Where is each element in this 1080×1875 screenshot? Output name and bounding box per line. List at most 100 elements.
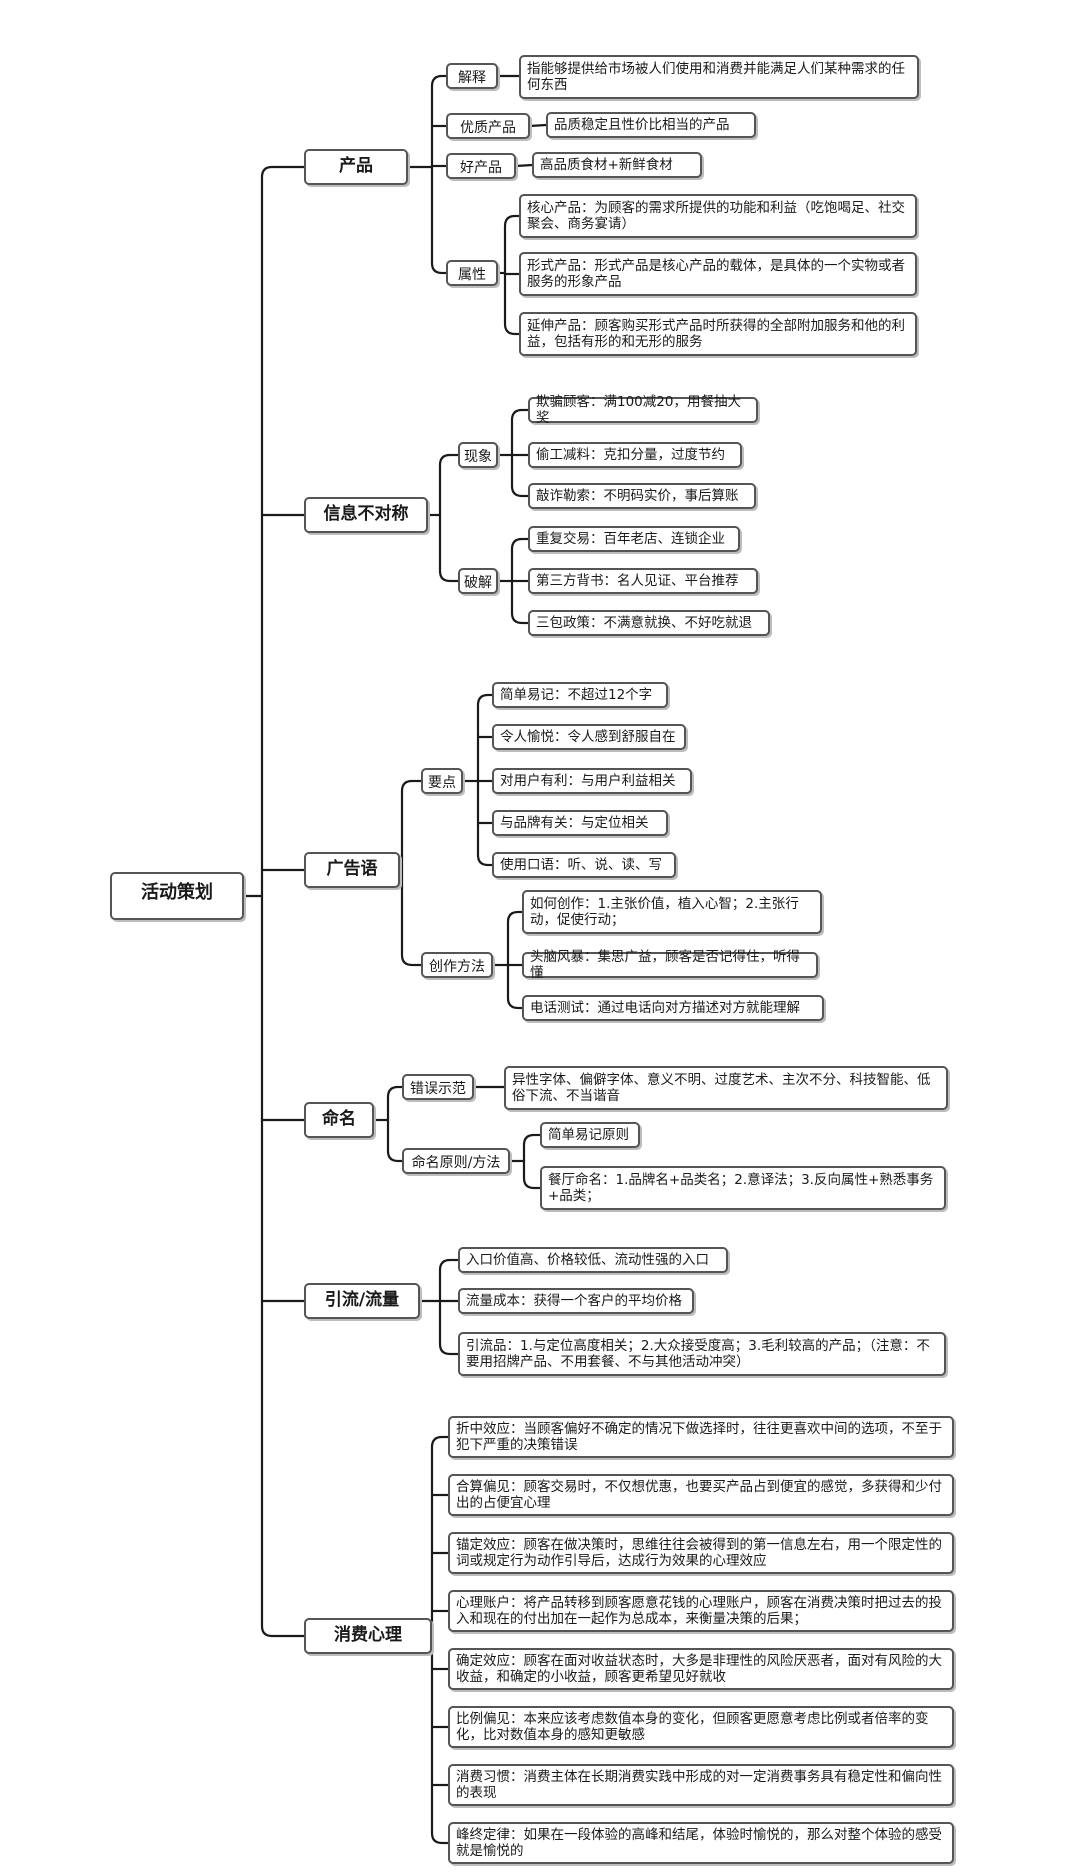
leaf-0-3-1: 形式产品：形式产品是核心产品的载体，是具体的一个实物或者服务的形象产品 <box>519 252 917 296</box>
leaf-2-1-2-text: 电话测试：通过电话向对方描述对方就能理解 <box>530 1000 800 1016</box>
connector-line <box>510 455 523 498</box>
sub-1-1: 破解 <box>458 568 498 594</box>
leaf-5-1-text: 合算偏见：顾客交易时，不仅想优惠，也要买产品占到便宜的感觉，多获得和少付出的占便… <box>456 1479 942 1511</box>
connector-line <box>430 74 443 167</box>
sub-3-0: 错误示范 <box>402 1074 474 1100</box>
branch-0: 产品 <box>304 149 408 185</box>
sub-0-2: 好产品 <box>446 153 516 179</box>
connector-line <box>529 123 547 128</box>
sub-2-0: 要点 <box>421 768 463 794</box>
leaf-5-6: 消费习惯：消费主体在长期消费实践中形成的对一定消费事务具有稳定性和偏向性的表现 <box>448 1764 954 1806</box>
branch-2: 广告语 <box>304 852 400 888</box>
leaf-4-0-text: 入口价值高、价格较低、流动性强的入口 <box>466 1252 709 1268</box>
leaf-3-1-0-text: 简单易记原则 <box>548 1127 629 1143</box>
leaf-1-0-2-text: 敲诈勒索：不明码实价，事后算账 <box>536 488 739 504</box>
leaf-1-1-2-text: 三包政策：不满意就换、不好吃就退 <box>536 615 752 631</box>
connector-line <box>430 1435 443 1636</box>
branch-5: 消费心理 <box>304 1618 432 1654</box>
leaf-0-0-0-text: 指能够提供给市场被人们使用和消费并能满足人们某种需求的任何东西 <box>527 61 905 93</box>
leaf-2-0-2: 对用户有利：与用户利益相关 <box>492 768 692 794</box>
leaf-2-0-1-text: 令人愉悦：令人感到舒服自在 <box>500 729 676 745</box>
connector-line <box>522 1161 535 1190</box>
leaf-2-1-0-text: 如何创作：1.主张价值，植入心智；2.主张行动，促使行动； <box>530 896 799 928</box>
connector-line <box>503 214 516 273</box>
leaf-5-3-text: 心理账户：将产品转移到顾客愿意花钱的心理账户，顾客在消费决策时把过去的投入和现在… <box>456 1595 942 1627</box>
leaf-1-1-2: 三包政策：不满意就换、不好吃就退 <box>528 610 770 636</box>
leaf-0-2-0: 高品质食材+新鲜食材 <box>532 152 702 178</box>
leaf-0-3-0-text: 核心产品：为顾客的需求所提供的功能和利益（吃饱喝足、社交聚会、商务宴请） <box>527 200 905 232</box>
leaf-5-5: 比例偏见：本来应该考虑数值本身的变化，但顾客更愿意考虑比例或者倍率的变化，比对数… <box>448 1706 954 1748</box>
sub-0-0: 解释 <box>446 63 498 89</box>
leaf-0-1-0-text: 品质稳定且性价比相当的产品 <box>554 117 730 133</box>
connector-line <box>506 965 519 1010</box>
leaf-2-1-1: 头脑风暴：集思广益，顾客是否记得住，听得懂 <box>522 949 818 981</box>
leaf-1-0-1: 偷工减料：克扣分量，过度节约 <box>528 442 742 468</box>
leaf-1-0-0-text: 欺骗顾客：满100减20，用餐抽大奖 <box>536 394 741 426</box>
connector-line <box>515 163 533 168</box>
leaf-2-0-3: 与品牌有关：与定位相关 <box>492 810 668 836</box>
leaf-3-1-0: 简单易记原则 <box>540 1122 640 1148</box>
leaf-1-0-0: 欺骗顾客：满100减20，用餐抽大奖 <box>528 394 758 426</box>
leaf-5-0-text: 折中效应：当顾客偏好不确定的情况下做选择时，往往更喜欢中间的选项，不至于犯下严重… <box>456 1421 942 1453</box>
leaf-1-1-0: 重复交易：百年老店、连锁企业 <box>528 526 740 552</box>
connector-line <box>438 453 451 515</box>
leaf-5-7-text: 峰终定律：如果在一段体验的高峰和结尾，体验时愉悦的，那么对整个体验的感受就是愉悦… <box>456 1827 942 1859</box>
leaf-5-5-text: 比例偏见：本来应该考虑数值本身的变化，但顾客更愿意考虑比例或者倍率的变化，比对数… <box>456 1711 929 1743</box>
leaf-3-0-0-text: 异性字体、偏僻字体、意义不明、过度艺术、主次不分、科技智能、低俗下流、不当谐音 <box>512 1072 931 1104</box>
leaf-2-0-4-text: 使用口语：听、说、读、写 <box>500 857 662 873</box>
leaf-5-2-text: 锚定效应：顾客在做决策时，思维往往会被得到的第一信息左右，用一个限定性的词或规定… <box>456 1537 942 1569</box>
leaf-0-3-2: 延伸产品：顾客购买形式产品时所获得的全部附加服务和他的利益，包括有形的和无形的服… <box>519 312 917 356</box>
leaf-2-1-0: 如何创作：1.主张价值，植入心智；2.主张行动，促使行动； <box>522 890 822 934</box>
leaf-0-0-0: 指能够提供给市场被人们使用和消费并能满足人们某种需求的任何东西 <box>519 55 919 99</box>
leaf-5-7: 峰终定律：如果在一段体验的高峰和结尾，体验时愉悦的，那么对整个体验的感受就是愉悦… <box>448 1822 954 1864</box>
connector-line <box>400 870 413 967</box>
connector-line <box>476 693 489 781</box>
connector-line <box>260 165 273 896</box>
leaf-2-0-3-text: 与品牌有关：与定位相关 <box>500 815 649 831</box>
leaf-1-1-1: 第三方背书：名人见证、平台推荐 <box>528 568 758 594</box>
leaf-2-1-2: 电话测试：通过电话向对方描述对方就能理解 <box>522 995 824 1021</box>
leaf-1-1-0-text: 重复交易：百年老店、连锁企业 <box>536 531 725 547</box>
leaf-0-3-2-text: 延伸产品：顾客购买形式产品时所获得的全部附加服务和他的利益，包括有形的和无形的服… <box>527 318 905 350</box>
connector-line <box>386 1085 399 1120</box>
leaf-5-0: 折中效应：当顾客偏好不确定的情况下做选择时，往往更喜欢中间的选项，不至于犯下严重… <box>448 1416 954 1458</box>
leaf-0-1-0: 品质稳定且性价比相当的产品 <box>546 112 756 138</box>
sub-1-0: 现象 <box>458 442 498 468</box>
leaf-1-0-2: 敲诈勒索：不明码实价，事后算账 <box>528 483 756 509</box>
connector-line <box>400 779 413 870</box>
leaf-1-1-1-text: 第三方背书：名人见证、平台推荐 <box>536 573 739 589</box>
leaf-4-2: 引流品：1.与定位高度相关；2.大众接受度高；3.毛利较高的产品；（注意：不要用… <box>458 1332 946 1376</box>
leaf-5-3: 心理账户：将产品转移到顾客愿意花钱的心理账户，顾客在消费决策时把过去的投入和现在… <box>448 1590 954 1632</box>
connector-line <box>430 167 443 275</box>
connector-line <box>260 896 273 1638</box>
sub-2-1: 创作方法 <box>421 952 493 978</box>
connector-line <box>386 1120 399 1163</box>
connector-line <box>438 1258 451 1301</box>
branch-4: 引流/流量 <box>304 1283 420 1319</box>
connector-line <box>438 515 451 583</box>
root-node: 活动策划 <box>110 872 244 920</box>
connector-line <box>522 1133 535 1161</box>
leaf-3-1-1-text: 餐厅命名：1.品牌名+品类名；2.意译法；3.反向属性+熟悉事务+品类； <box>548 1172 934 1204</box>
leaf-5-4: 确定效应：顾客在面对收益状态时，大多是非理性的风险厌恶者，面对有风险的大收益，和… <box>448 1648 954 1690</box>
connector-line <box>476 781 489 867</box>
leaf-5-1: 合算偏见：顾客交易时，不仅想优惠，也要买产品占到便宜的感觉，多获得和少付出的占便… <box>448 1474 954 1516</box>
leaf-4-0: 入口价值高、价格较低、流动性强的入口 <box>458 1247 728 1273</box>
leaf-0-3-1-text: 形式产品：形式产品是核心产品的载体，是具体的一个实物或者服务的形象产品 <box>527 258 905 290</box>
leaf-4-2-text: 引流品：1.与定位高度相关；2.大众接受度高；3.毛利较高的产品；（注意：不要用… <box>466 1338 930 1370</box>
leaf-5-4-text: 确定效应：顾客在面对收益状态时，大多是非理性的风险厌恶者，面对有风险的大收益，和… <box>456 1653 942 1685</box>
leaf-0-3-0: 核心产品：为顾客的需求所提供的功能和利益（吃饱喝足、社交聚会、商务宴请） <box>519 194 917 238</box>
leaf-3-1-1: 餐厅命名：1.品牌名+品类名；2.意译法；3.反向属性+熟悉事务+品类； <box>540 1166 946 1210</box>
leaf-2-0-0: 简单易记：不超过12个字 <box>492 682 668 708</box>
sub-3-1: 命名原则/方法 <box>402 1148 510 1174</box>
connector-line <box>503 273 516 336</box>
leaf-2-0-4: 使用口语：听、说、读、写 <box>492 852 676 878</box>
branch-3: 命名 <box>304 1102 374 1138</box>
sub-0-3: 属性 <box>446 260 498 286</box>
connector-line <box>430 1636 443 1845</box>
branch-1: 信息不对称 <box>304 497 428 533</box>
connector-line <box>510 537 523 581</box>
connector-line <box>438 1301 451 1356</box>
